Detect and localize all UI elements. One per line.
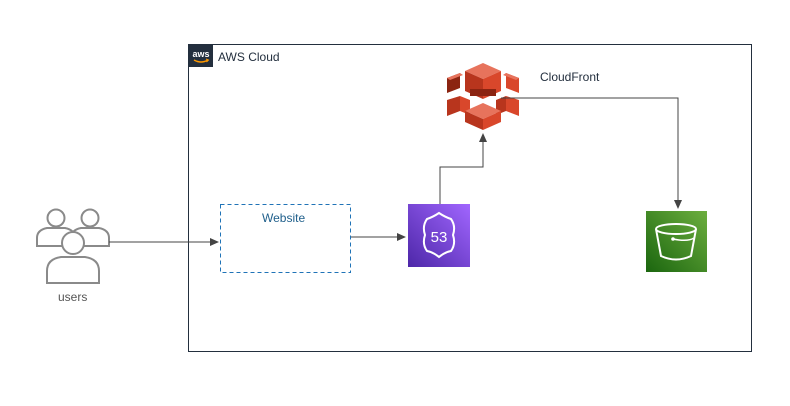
cloudfront-label: CloudFront: [540, 70, 600, 84]
users-icon: [36, 208, 110, 284]
website-box[interactable]: [220, 204, 351, 273]
connectors: [109, 97, 682, 246]
edge-route53-cloudfront: [439, 133, 487, 204]
website-label: Website: [262, 211, 306, 225]
s3-bucket-icon[interactable]: [646, 211, 707, 272]
svg-text:aws: aws: [192, 49, 209, 59]
route53-badge-text: 53: [431, 229, 448, 246]
route53-icon[interactable]: 53: [408, 204, 470, 267]
cloudfront-icon[interactable]: [447, 63, 519, 130]
aws-cloud-container: [188, 44, 752, 352]
aws-logo-icon: aws: [189, 45, 213, 67]
users-label: users: [58, 290, 88, 304]
aws-cloud-label: AWS Cloud: [218, 50, 280, 64]
edge-cloudfront-s3: [501, 97, 682, 209]
